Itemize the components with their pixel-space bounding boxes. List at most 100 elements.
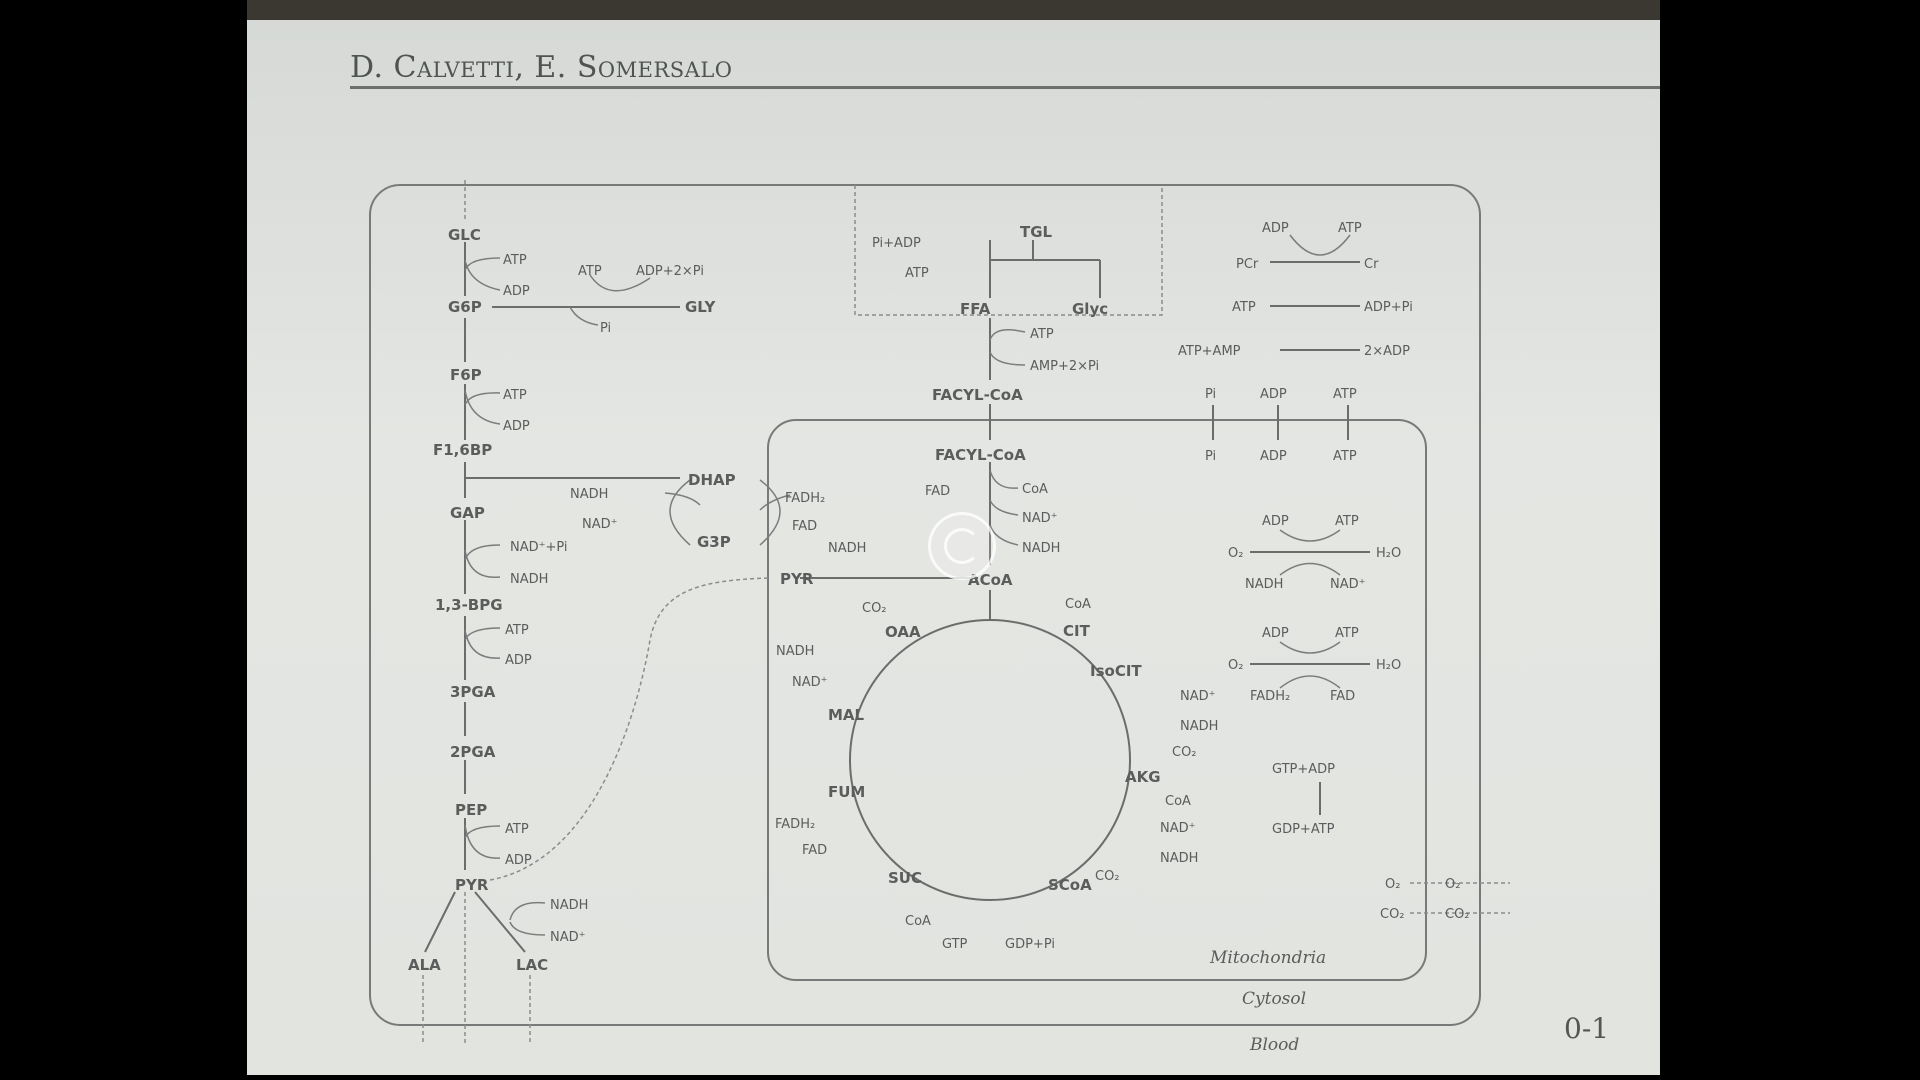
metabolite-f6p: F6P [450,366,482,384]
cofactor-label: ATP [1338,221,1362,236]
cofactor-label: NAD⁺ [792,675,828,690]
cofactor-label: FAD [925,484,950,499]
cofactor-label: O₂ [1445,877,1460,892]
cofactor-label: ADP [505,653,532,668]
metabolite-glyc: Glyc [1072,300,1108,318]
cofactor-label: Pi [600,321,611,336]
cofactor-label: FAD [802,843,827,858]
cofactor-label: CoA [905,914,931,929]
metabolite-lac: LAC [516,956,548,974]
page-number: 0-1 [1564,1012,1610,1045]
metabolite-ala: ALA [408,956,441,974]
reaction-gdp-atp: GDP+ATP [1272,822,1335,837]
cofactor-label: AMP+2×Pi [1030,359,1099,374]
cofactor-label: CO₂ [1172,745,1197,760]
cofactor-label: ADP [1262,626,1289,641]
compartment-label-blood: Blood [1249,1035,1299,1055]
cytosol-box [369,184,1481,1026]
cofactor-label: NADH [828,541,866,556]
cofactor-label: ADP [503,284,530,299]
cofactor-label: ATP [1335,626,1359,641]
adipose-dashed-box [854,185,1163,316]
cofactor-label: H₂O [1376,658,1401,673]
cofactor-label: O₂ [1385,877,1400,892]
cofactor-label: CoA [1065,597,1091,612]
cofactor-label: NADH [1160,851,1198,866]
metabolite-gap: GAP [450,504,485,522]
cofactor-label: O₂ [1228,658,1243,673]
reaction-atp-hydrolysis-left: ATP [1232,300,1256,315]
cofactor-label: NADH [550,898,588,913]
metabolite-glc: GLC [448,226,481,244]
compartment-label-cytosol: Cytosol [1242,989,1306,1009]
metabolite-f16bp: F1,6BP [433,441,492,459]
cofactor-label: CO₂ [1095,869,1120,884]
metabolite-akg: AKG [1125,768,1161,786]
metabolite-2pga: 2PGA [450,743,496,761]
reaction-two-adp: 2×ADP [1364,344,1410,359]
cofactor-label: ADP+2×Pi [636,264,704,279]
metabolite-bpg: 1,3-BPG [435,596,503,614]
metabolite-pep: PEP [455,801,487,819]
cofactor-label: NAD⁺+Pi [510,540,568,555]
cofactor-label: CO₂ [1445,907,1470,922]
compartment-label-mitochondria: Mitochondria [1209,948,1326,968]
tca-cycle-circle [849,619,1131,901]
cofactor-label: CO₂ [1380,907,1405,922]
cofactor-label: Pi [1205,449,1216,464]
cofactor-label: FADH₂ [775,817,815,832]
metabolite-scoa: SCoA [1048,876,1092,894]
cofactor-label: NADH [1022,541,1060,556]
metabolite-suc: SUC [888,869,922,887]
cofactor-label: ADP [1260,387,1287,402]
cofactor-label: CoA [1165,794,1191,809]
cofactor-label: NADH [1180,719,1218,734]
cofactor-label: Pi [1205,387,1216,402]
cofactor-label: ADP [1262,221,1289,236]
metabolite-dhap: DHAP [688,471,736,489]
cofactor-label: ATP [905,266,929,281]
metabolite-gly: GLY [685,298,717,316]
cofactor-label: ADP [505,853,532,868]
cofactor-label: FADH₂ [785,491,825,506]
video-loading-spinner-icon[interactable] [928,512,996,580]
metabolite-oaa: OAA [885,623,921,641]
reaction-pcr: PCr [1236,257,1259,272]
cofactor-label: GDP+Pi [1005,937,1055,952]
metabolite-fum: FUM [828,783,865,801]
cofactor-label: ATP [1333,387,1357,402]
metabolite-cit: CIT [1063,622,1091,640]
cofactor-label: NAD⁺ [1180,689,1216,704]
cofactor-label: ATP [1335,514,1359,529]
reaction-gtp-adp: GTP+ADP [1272,762,1335,777]
cofactor-label: ATP [503,388,527,403]
metabolite-pyr-mito: PYR [780,570,814,588]
cofactor-label: ATP [1030,327,1054,342]
slide-header: D. Calvetti, E. Somersalo [350,50,733,85]
cofactor-label: ATP [505,623,529,638]
metabolite-isocit: IsoCIT [1090,662,1142,680]
reaction-atp-hydrolysis-right: ADP+Pi [1364,300,1413,315]
cofactor-label: NADH [776,644,814,659]
mitochondria-box [767,419,1427,981]
cofactor-label: NAD⁺ [1160,821,1196,836]
cofactor-label: O₂ [1228,546,1243,561]
metabolite-pyr: PYR [455,876,489,894]
cofactor-label: NAD⁺ [550,930,586,945]
cofactor-label: ATP [505,822,529,837]
metabolite-facyl-coa-cyto: FACYL-CoA [932,386,1023,404]
cofactor-label: Pi+ADP [872,236,921,251]
cofactor-label: NAD⁺ [1022,511,1058,526]
reaction-cr: Cr [1364,257,1379,272]
cofactor-label: ADP [503,419,530,434]
cofactor-label: ATP [1333,449,1357,464]
metabolite-facyl-coa-mito: FACYL-CoA [935,446,1026,464]
metabolite-mal: MAL [828,706,865,724]
metabolite-g6p: G6P [448,298,482,316]
reaction-atp-amp: ATP+AMP [1178,344,1241,359]
cofactor-label: FAD [1330,689,1355,704]
metabolite-3pga: 3PGA [450,683,496,701]
cofactor-label: ADP [1262,514,1289,529]
cofactor-label: GTP [942,937,968,952]
